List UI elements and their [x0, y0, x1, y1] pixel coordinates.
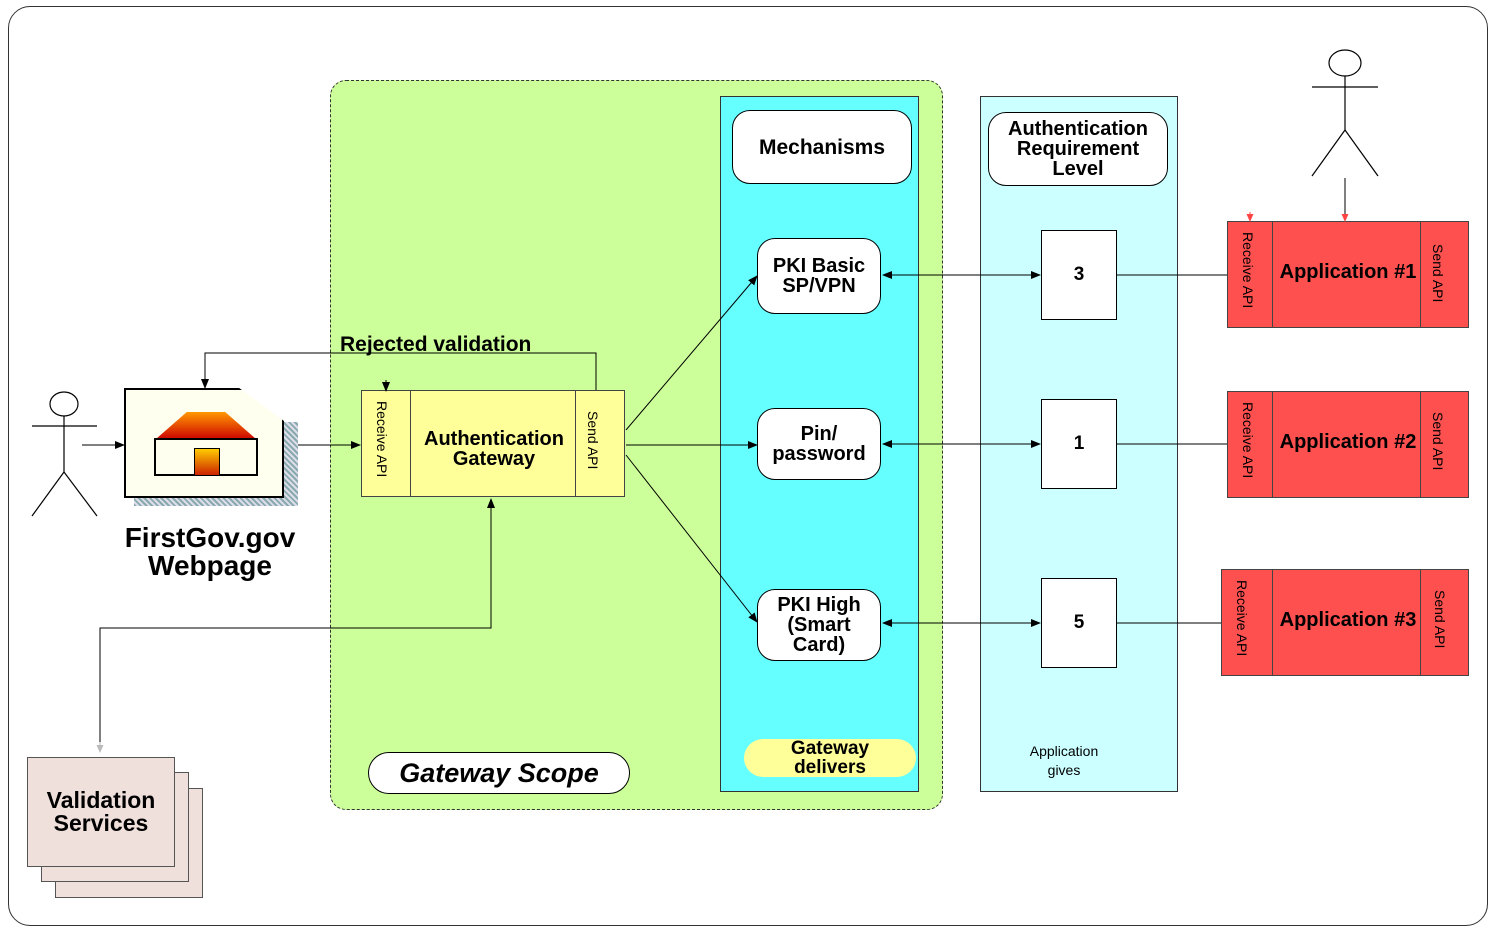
app1-send-api: Send API — [1430, 244, 1446, 303]
webpage-icon — [124, 388, 298, 510]
auth-level-header: Authentication Requirement Level — [988, 112, 1168, 186]
app1-title: Application #1 — [1279, 261, 1417, 283]
mechanisms-header: Mechanisms — [732, 110, 912, 184]
arrow-gateway-to-pki-basic — [625, 275, 758, 431]
application-1: Receive API Send API Application #1 — [1227, 221, 1469, 328]
mechanism-pki-high: PKI High (Smart Card) — [757, 589, 881, 661]
application-gives-label: Application gives — [1029, 743, 1099, 778]
gateway-title: Authentication Gateway — [424, 428, 564, 470]
validation-services: Validation Services — [27, 757, 175, 867]
gateway-scope-label: Gateway Scope — [368, 752, 630, 794]
gateway-send-api: Send API — [585, 411, 601, 470]
app1-send-divider — [1420, 222, 1421, 327]
application-2: Receive API Send API Application #2 — [1227, 391, 1469, 498]
level-box-pin: 1 — [1041, 399, 1117, 489]
webpage-label: FirstGov.gov Webpage — [124, 522, 296, 581]
app2-send-api: Send API — [1430, 412, 1446, 471]
webpage-icon-door — [194, 448, 220, 476]
gateway-receive-api: Receive API — [374, 401, 390, 478]
app3-receive-divider — [1272, 570, 1273, 675]
app1-receive-api: Receive API — [1240, 232, 1256, 309]
arrow-rejected-validation — [201, 352, 597, 390]
mechanism-pin-password: Pin/ password — [757, 408, 881, 480]
rejected-validation-label: Rejected validation — [340, 333, 532, 356]
level-box-pki-high: 5 — [1041, 578, 1117, 668]
app3-title: Application #3 — [1279, 609, 1417, 631]
app3-send-divider — [1420, 570, 1421, 675]
gateway-delivers-label: Gateway delivers — [744, 739, 916, 777]
validation-services-label: Validation Services — [46, 787, 156, 836]
app3-send-api: Send API — [1432, 590, 1448, 649]
level-box-pki-basic: 3 — [1041, 230, 1117, 320]
app3-receive-api: Receive API — [1234, 580, 1250, 657]
app1-receive-divider — [1272, 222, 1273, 327]
arrow-gateway-to-pki-high — [625, 454, 758, 623]
user-figure-left — [31, 391, 98, 517]
authentication-gateway: Receive API Send API Authentication Gate… — [361, 390, 625, 497]
app2-receive-api: Receive API — [1240, 402, 1256, 479]
app2-send-divider — [1420, 392, 1421, 497]
app2-receive-divider — [1272, 392, 1273, 497]
gateway-receive-divider — [410, 391, 411, 496]
arrow-validation-to-gateway — [99, 498, 495, 750]
application-3: Receive API Send API Application #3 — [1221, 569, 1469, 676]
app2-title: Application #2 — [1279, 431, 1417, 453]
user-figure-right — [1311, 49, 1379, 177]
gateway-send-divider — [575, 391, 576, 496]
